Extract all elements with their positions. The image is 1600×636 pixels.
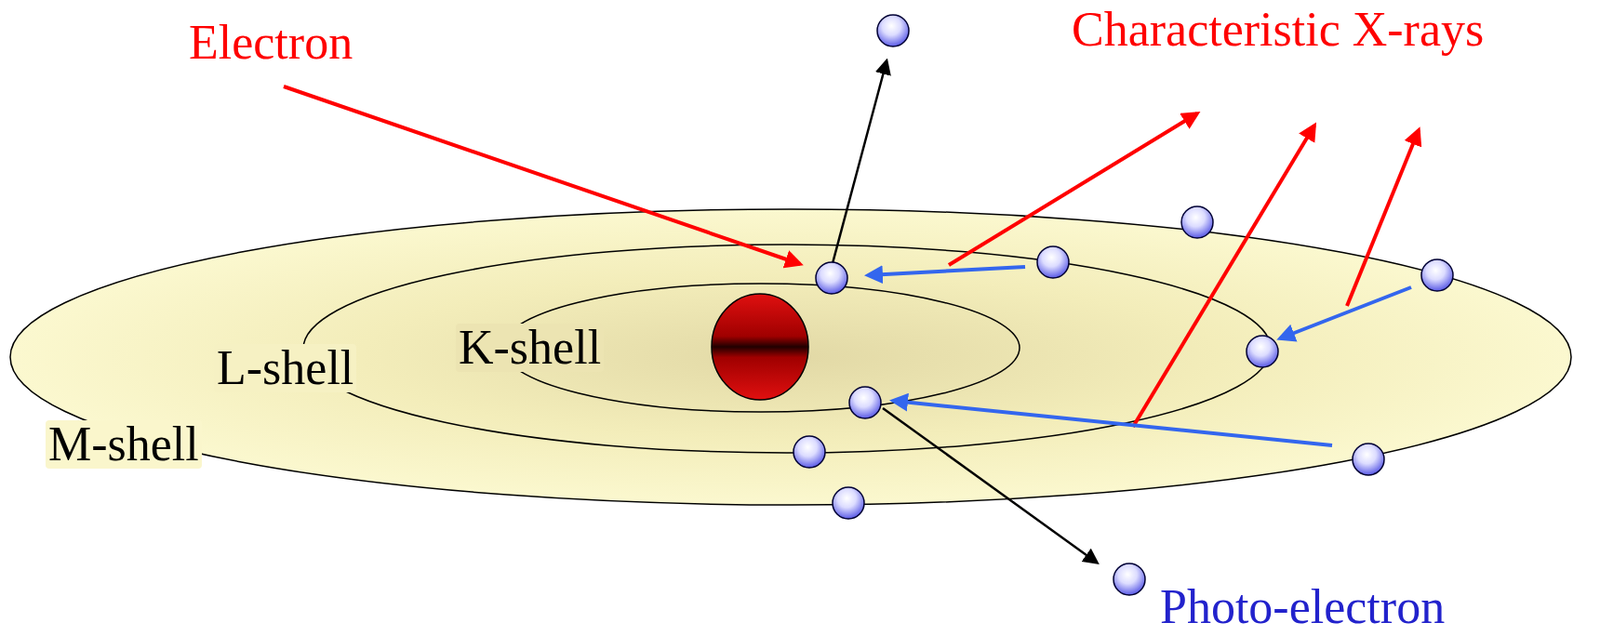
incident-electron-arrow bbox=[283, 86, 800, 265]
callout-label: Characteristic X-rays bbox=[1071, 5, 1484, 54]
photo-electron-arrow bbox=[882, 408, 1097, 563]
electron bbox=[815, 262, 848, 294]
xray-arrow bbox=[1346, 130, 1419, 307]
electron bbox=[849, 386, 881, 419]
electron bbox=[1113, 563, 1146, 596]
l-shell-orbit bbox=[303, 244, 1271, 454]
transition-arrow bbox=[893, 400, 1333, 446]
electron bbox=[1352, 443, 1385, 476]
transition-arrow bbox=[1280, 287, 1412, 339]
shell-label: K-shell bbox=[455, 323, 604, 373]
shell-label: L-shell bbox=[213, 344, 357, 393]
xray-arrow bbox=[1133, 125, 1315, 427]
shell-label: M-shell bbox=[45, 420, 202, 469]
electron bbox=[1421, 259, 1454, 292]
callout-label: Electron bbox=[188, 18, 353, 67]
electron bbox=[877, 14, 909, 47]
callout-label: Photo-electron bbox=[1160, 583, 1445, 632]
electron bbox=[793, 436, 826, 468]
m-shell-orbit bbox=[10, 209, 1572, 506]
electron bbox=[1246, 335, 1279, 368]
nucleus bbox=[711, 293, 809, 400]
electron bbox=[832, 487, 865, 520]
xray-arrow bbox=[948, 113, 1198, 266]
transition-arrow bbox=[867, 266, 1026, 276]
electron bbox=[1181, 206, 1214, 239]
electron bbox=[1037, 246, 1069, 279]
ejected-electron-arrow bbox=[831, 61, 887, 267]
